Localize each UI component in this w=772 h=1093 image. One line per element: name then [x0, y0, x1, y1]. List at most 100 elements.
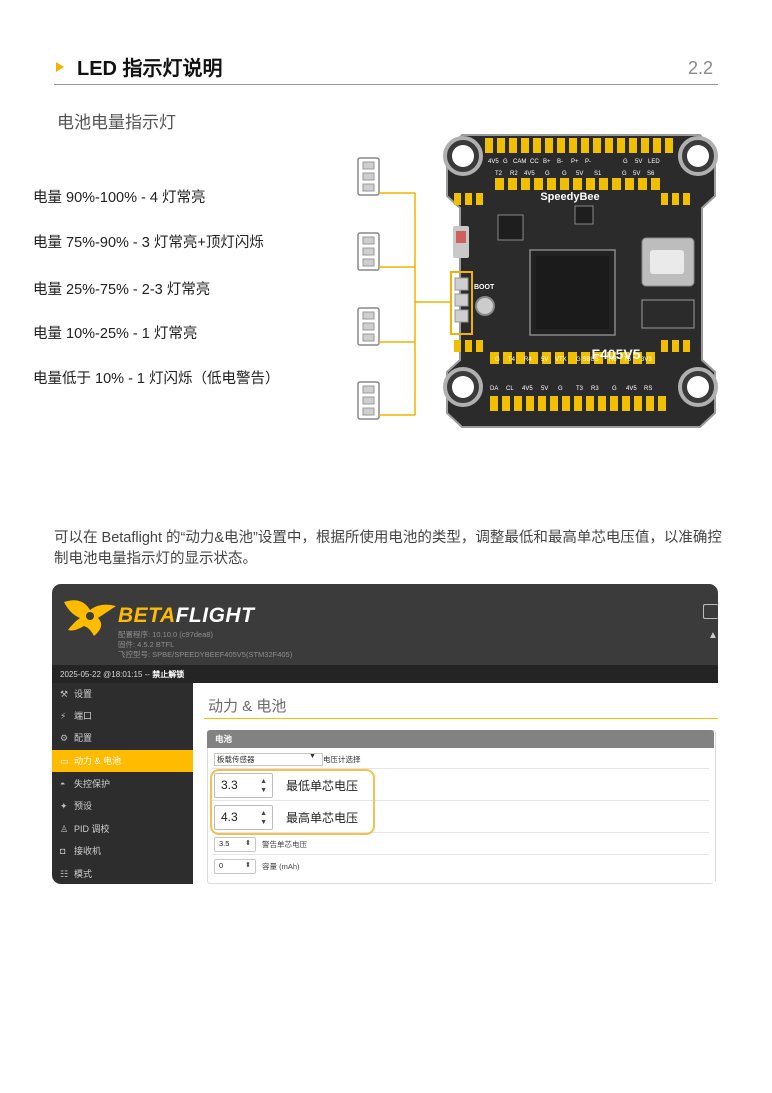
svg-text:5V: 5V — [576, 171, 583, 177]
spinner-icon[interactable]: ⬍ — [245, 840, 251, 847]
min-cell-voltage-input[interactable]: 3.3 ▲ ▼ — [214, 773, 273, 798]
nav-configuration[interactable]: ⚙配置 — [52, 727, 193, 749]
svg-text:R3: R3 — [591, 386, 599, 392]
gear-icon: ⚙ — [60, 733, 69, 743]
section-marker-icon — [56, 62, 64, 72]
svg-text:G: G — [623, 159, 628, 165]
betaflight-logo-text: BETAFLIGHT — [118, 604, 255, 627]
status-text: 2025-05-22 @18:01:15 -- 禁止解锁 — [60, 670, 185, 679]
spinner-icon[interactable]: ⬍ — [245, 862, 251, 869]
min-cell-voltage-label: 最低单芯电压 — [286, 779, 359, 793]
spin-down-icon[interactable]: ▼ — [260, 819, 267, 826]
port-icon: ⚡ — [60, 711, 67, 721]
battery-panel-header — [207, 730, 714, 748]
board-model: F405V5 — [591, 346, 640, 362]
pad-labels: 4V5 G CAM CC B+ B- P+ P- G 5V LED T2 R2 … — [488, 159, 660, 392]
page-title: 动力 & 电池 — [208, 698, 287, 715]
nav-ports[interactable]: ⚡端口 — [52, 705, 193, 727]
bee-logo-icon — [64, 600, 116, 636]
svg-text:T3: T3 — [576, 386, 584, 392]
row-divider — [212, 832, 709, 833]
svg-text:4V5: 4V5 — [522, 386, 533, 392]
voltage-meter-label: 电压计选择 — [323, 755, 361, 764]
svg-text:B+: B+ — [543, 159, 551, 165]
boot-label: BOOT — [474, 284, 495, 291]
nav-setup[interactable]: ⚒设置 — [52, 683, 193, 705]
svg-text:G: G — [558, 386, 563, 392]
section-number: 2.2 — [688, 58, 714, 78]
capacity-label: 容量 (mAh) — [262, 862, 300, 871]
modes-icon: ☷ — [60, 869, 69, 879]
svg-text:CL: CL — [506, 386, 514, 392]
battery-panel-title: 电池 — [215, 734, 233, 744]
battery-level-item: 电量低于 10% - 1 灯闪烁（低电警告） — [33, 371, 280, 387]
header-divider — [54, 84, 718, 85]
row-divider — [212, 768, 709, 769]
svg-text:4V5: 4V5 — [626, 386, 637, 392]
svg-text:DA: DA — [490, 386, 498, 392]
battery-level-item: 电量 75%-90% - 3 灯常亮+顶灯闪烁 — [33, 235, 264, 251]
row-divider — [212, 800, 709, 801]
svg-text:G SBUS: G SBUS — [576, 357, 599, 363]
svg-text:CC: CC — [530, 159, 539, 165]
svg-text:VTX: VTX — [555, 357, 567, 363]
nav-power-battery[interactable]: ▭动力 & 电池 — [52, 750, 193, 772]
nav-failsafe[interactable]: ◓失控保护 — [52, 773, 193, 795]
svg-text:T6: T6 — [624, 357, 632, 363]
capacity-input[interactable]: 0 ⬍ — [214, 859, 256, 874]
svg-text:G: G — [612, 386, 617, 392]
nav-presets[interactable]: ✦预设 — [52, 795, 193, 817]
svg-text:S6: S6 — [647, 171, 655, 177]
svg-text:P-: P- — [585, 159, 591, 165]
window-icon[interactable] — [703, 604, 718, 619]
svg-text:G: G — [545, 171, 550, 177]
svg-text:5V: 5V — [635, 159, 642, 165]
svg-text:LED: LED — [648, 159, 660, 165]
voltage-meter-select[interactable]: 板载传感器 — [214, 753, 323, 766]
betaflight-screenshot: BETAFLIGHT 配置程序: 10.10.0 (c97dea8) 固件: 4… — [52, 584, 718, 884]
nav-receiver[interactable]: ◘接收机 — [52, 840, 193, 862]
board-target: 飞控型号: SPBE/SPEEDYBEEF405V5(STM32F405) — [118, 650, 293, 659]
svg-text:3V3: 3V3 — [641, 357, 652, 363]
pid-icon: ♙ — [60, 824, 69, 834]
svg-text:R6: R6 — [609, 357, 617, 363]
battery-level-item: 电量 10%-25% - 1 灯常亮 — [33, 326, 198, 342]
svg-text:R2: R2 — [510, 171, 518, 177]
svg-text:4V5: 4V5 — [524, 171, 535, 177]
configurator-header — [52, 584, 718, 665]
svg-text:R4: R4 — [524, 357, 532, 363]
battery-icon: ▭ — [60, 756, 69, 766]
svg-text:5V: 5V — [541, 386, 548, 392]
svg-text:B-: B- — [557, 159, 563, 165]
failsafe-icon: ◓ — [60, 779, 66, 789]
max-cell-voltage-input[interactable]: 4.3 ▲ ▼ — [214, 805, 273, 830]
warning-cell-voltage-input[interactable]: 3.5 ⬍ — [214, 837, 256, 852]
svg-text:5V: 5V — [541, 357, 548, 363]
configurator-version: 配置程序: 10.10.0 (c97dea8) — [118, 630, 214, 639]
section-title: LED 指示灯说明 — [77, 58, 223, 80]
receiver-icon: ◘ — [60, 846, 66, 856]
svg-text:S1: S1 — [594, 171, 602, 177]
battery-level-item: 电量 25%-75% - 2-3 灯常亮 — [33, 282, 211, 298]
row-divider — [212, 854, 709, 855]
spin-up-icon[interactable]: ▲ — [260, 810, 267, 817]
nav-pid-tuning[interactable]: ♙PID 调校 — [52, 818, 193, 840]
spin-down-icon[interactable]: ▼ — [260, 787, 267, 794]
warning-cell-voltage-label: 警告单芯电压 — [262, 840, 307, 849]
svg-text:T2: T2 — [495, 171, 503, 177]
warning-icon: ▲ — [708, 630, 718, 641]
description-paragraph: 可以在 Betaflight 的“动力&电池”设置中，根据所使用电池的类型，调整… — [54, 530, 722, 567]
svg-text:T4: T4 — [508, 357, 516, 363]
flight-controller-board — [443, 134, 718, 428]
firmware-version: 固件: 4.5.2 BTFL — [118, 640, 175, 649]
svg-text:RS: RS — [644, 386, 652, 392]
svg-text:G: G — [562, 171, 567, 177]
max-cell-voltage-label: 最高单芯电压 — [286, 811, 359, 825]
svg-text:CAM: CAM — [513, 159, 526, 165]
led-connector-lines — [379, 192, 450, 416]
svg-text:P+: P+ — [571, 159, 579, 165]
main-content — [193, 683, 718, 884]
nav-modes[interactable]: ☷模式 — [52, 863, 193, 884]
spin-up-icon[interactable]: ▲ — [260, 778, 267, 785]
status-bar — [52, 665, 718, 683]
